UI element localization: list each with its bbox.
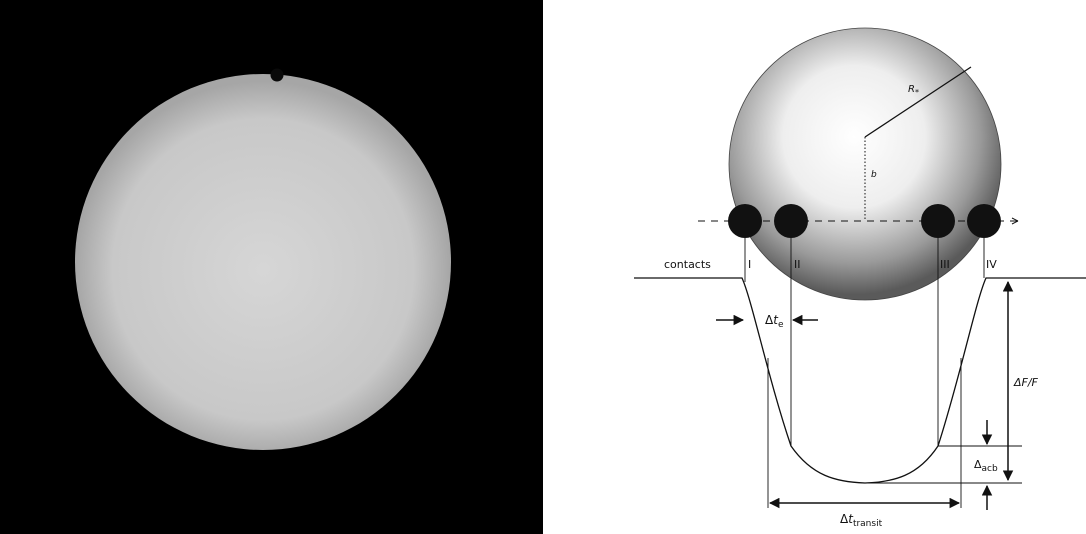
impact-parameter-label: b	[871, 170, 877, 180]
radius-label: R*	[908, 84, 919, 97]
planet-contact-4	[967, 204, 1001, 238]
radius-line	[864, 66, 972, 138]
planet-silhouette	[270, 68, 284, 82]
contact-label-1: I	[748, 258, 751, 271]
delta-acb-label: Δacb	[974, 458, 998, 474]
chord-arrow-icon	[1011, 217, 1019, 225]
contact-label-4: IV	[986, 258, 997, 271]
delta-transit-label: Δttransit	[840, 512, 883, 529]
sun-disk	[75, 74, 451, 450]
transit-photo	[0, 0, 543, 534]
planet-contact-3	[921, 204, 955, 238]
planet-contact-1	[728, 204, 762, 238]
delta-te-label: Δte	[765, 313, 784, 330]
contact-label-2: II	[794, 258, 801, 271]
delta-f-label: ΔF/F	[1013, 376, 1039, 389]
planet-contact-2	[774, 204, 808, 238]
transit-diagram: R* b contacts I II III IV Δte ΔF/F Δacb …	[634, 27, 1086, 529]
contacts-label: contacts	[664, 258, 711, 271]
star-disk	[728, 27, 1002, 301]
contact-label-3: III	[940, 258, 950, 271]
